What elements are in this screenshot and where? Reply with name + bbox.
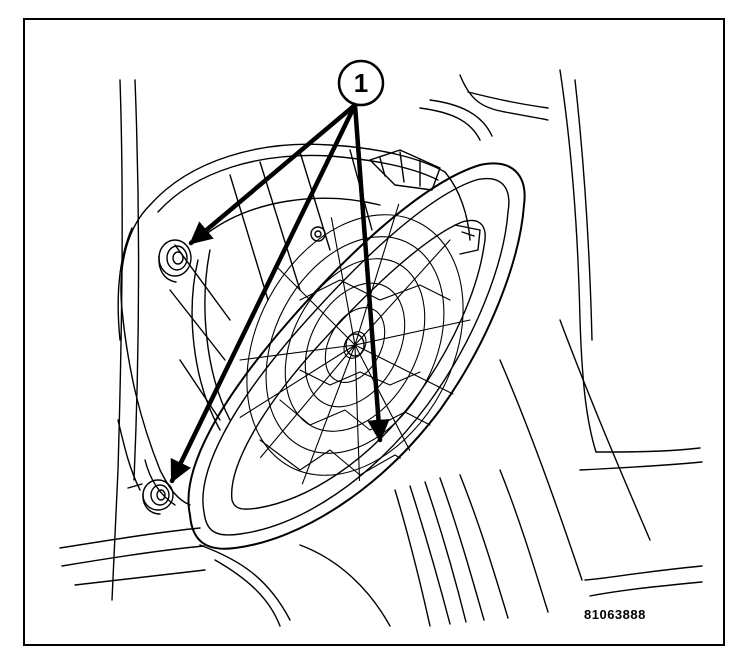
speaker-housing (117, 143, 481, 506)
speaker-bezel (187, 162, 526, 550)
leader-to-lower-screw (169, 102, 358, 484)
upper-mounting-screw (158, 239, 192, 283)
figure-number: 81063888 (584, 607, 646, 622)
callout-number: 1 (353, 68, 369, 98)
speaker-center-cap (345, 333, 365, 357)
lower-mounting-screw (127, 479, 174, 515)
leader-to-speaker (352, 102, 390, 443)
leader-to-upper-screw (188, 102, 358, 246)
speaker-grille (235, 199, 471, 496)
callout-leaders (169, 102, 390, 484)
door-panel-lines (59, 69, 703, 627)
callout-circle (337, 59, 385, 107)
